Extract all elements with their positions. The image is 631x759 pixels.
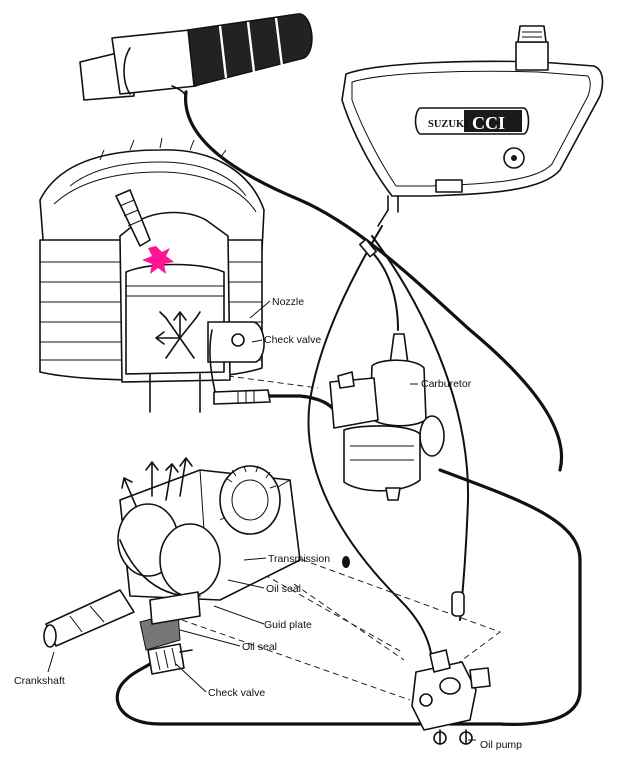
label-nozzle: Nozzle: [272, 296, 304, 308]
label-oil-seal-lower: Oil seal: [242, 641, 277, 653]
label-crankshaft: Crankshaft: [14, 675, 65, 687]
label-guid-plate: Guid plate: [264, 619, 312, 631]
label-transmission: Transmission: [268, 553, 330, 565]
label-check-valve-bottom: Check valve: [208, 687, 265, 699]
cylinder-assembly: [40, 138, 270, 412]
label-carburetor: Carburetor: [421, 378, 472, 390]
label-check-valve-top: Check valve: [264, 334, 321, 346]
brand-cci-text: CCI: [472, 113, 505, 133]
oil-pump: [412, 650, 490, 744]
label-oil-seal-upper: Oil seal: [266, 583, 301, 595]
carburetor: [330, 334, 444, 500]
label-oil-pump: Oil pump: [480, 739, 522, 751]
brand-suzuki-text: SUZUKI: [428, 119, 468, 130]
throttle-grip: [80, 14, 312, 100]
